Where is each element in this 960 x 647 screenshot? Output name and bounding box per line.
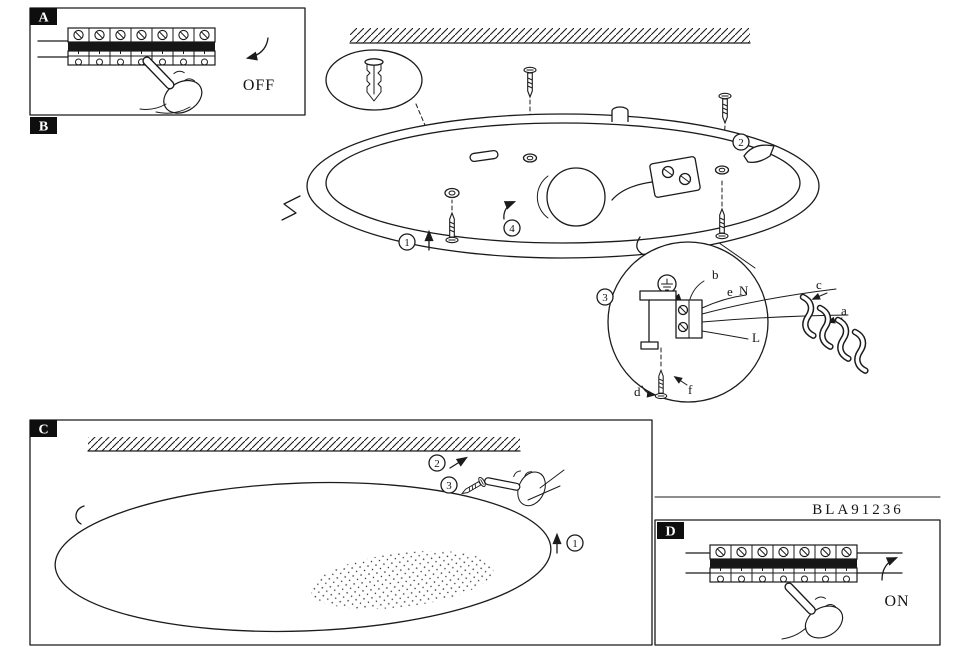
- panel-c: C 2 3 1: [29, 419, 653, 646]
- label-d-arrow: [641, 385, 656, 398]
- wire-b: [689, 280, 705, 300]
- power-off-text: OFF: [243, 77, 275, 94]
- retaining-clip-right: [743, 144, 775, 164]
- panel-c-label: C: [38, 423, 48, 438]
- mounting-screw: [523, 66, 537, 98]
- wire-c: [701, 288, 837, 315]
- label-f-arrow: [673, 376, 688, 386]
- wire-live: [701, 330, 749, 340]
- step-number: 2: [738, 137, 744, 149]
- ceiling-hatch: [87, 437, 521, 452]
- hand-arm-line: [781, 627, 807, 640]
- diffuser-clip-notch: [75, 505, 85, 525]
- wiring-detail: 3 b e N c: [596, 241, 869, 403]
- wire-label-f: f: [688, 382, 693, 397]
- step-number: 2: [434, 458, 440, 470]
- wire-label-live: L: [752, 330, 760, 345]
- screw-hole: [444, 187, 460, 199]
- spring-clip-left: [281, 195, 301, 221]
- switch-off-arrow: [245, 37, 269, 61]
- diffuser-stipple: [310, 550, 494, 610]
- cable-entry-stud: [611, 106, 629, 122]
- terminal-screw-slot: [679, 306, 687, 314]
- terminal-screw-slot: [679, 323, 687, 331]
- wall-plug-detail: [325, 49, 423, 111]
- cable-curve: [611, 181, 653, 201]
- screw-hole: [714, 165, 730, 175]
- screw-hole-center: [718, 167, 726, 173]
- rotate-arrow: [503, 201, 517, 220]
- wall-plug-collar: [364, 58, 384, 66]
- panel-b: B: [30, 28, 869, 403]
- wall-plug-icon: [366, 63, 382, 102]
- mounting-screw: [718, 92, 732, 124]
- panel-d-label-box: [657, 522, 684, 539]
- panel-a: A OFF: [29, 7, 306, 120]
- screw-hole: [522, 153, 538, 163]
- wire-label-b: b: [712, 267, 719, 282]
- mounting-plate: [281, 106, 820, 259]
- hand-arm-line: [539, 469, 565, 489]
- step-number: 3: [602, 292, 608, 304]
- step-number: 1: [404, 237, 410, 249]
- panel-b-label: B: [39, 120, 48, 135]
- step-marker-2: 2: [732, 133, 750, 151]
- step-marker-3: 3: [440, 476, 458, 494]
- terminal-block-on-plate: [611, 156, 701, 201]
- terminal-strip-a: [67, 27, 216, 66]
- power-on-text: ON: [884, 593, 909, 610]
- terminal-screw-slot: [663, 168, 673, 176]
- panel-b-label-box: [30, 117, 57, 134]
- step-marker-2: 2: [428, 454, 446, 472]
- wire-label-c: c: [816, 277, 822, 292]
- terminal-block-detail: [675, 299, 703, 339]
- terminal-screw-slot: [680, 175, 690, 183]
- step-marker-1: 1: [566, 534, 584, 552]
- ceiling-hatch-band: [350, 28, 750, 43]
- plate-outer-rim: [306, 113, 820, 259]
- wire-label-e: e: [727, 284, 733, 299]
- wire-label-neutral: N: [739, 283, 749, 298]
- screw-hole-center: [526, 155, 534, 161]
- switch-on-arrow: [881, 557, 899, 581]
- step-number: 3: [446, 480, 452, 492]
- plate-slot: [469, 149, 499, 163]
- hand-arm-line: [155, 106, 191, 114]
- cable-hole-arc: [536, 175, 549, 219]
- panel-d-label: D: [665, 525, 675, 540]
- ceiling-hatch: [349, 28, 751, 44]
- step-marker-4: 4: [503, 219, 521, 237]
- wire-earth: [701, 294, 747, 309]
- terminal-block-body: [649, 156, 701, 198]
- step-marker-3: 3: [596, 288, 614, 306]
- earth-symbol: [657, 274, 677, 294]
- bracket-bar: [639, 290, 677, 301]
- step-marker-1: 1: [398, 233, 416, 251]
- screw-hole-center: [448, 190, 456, 196]
- ceiling-hatch-band: [88, 437, 520, 451]
- plate-inner-rim: [325, 122, 801, 244]
- wire-label-a: a: [841, 303, 847, 318]
- wire-label-d: d: [634, 384, 641, 399]
- hand-arm-line: [139, 103, 167, 110]
- panel-a-label: A: [38, 11, 49, 26]
- wire-insulation-squiggles: [799, 293, 869, 374]
- panel-a-label-box: [30, 8, 57, 25]
- product-code: BLA91236: [812, 502, 904, 518]
- terminal-strip-d: [709, 544, 858, 583]
- hand-arm-line: [527, 485, 561, 501]
- wire-c-arrow: [811, 292, 828, 300]
- step-number: 4: [509, 223, 515, 235]
- bracket-foot: [640, 341, 659, 350]
- step-number: 1: [572, 538, 578, 550]
- tighten-arrow: [449, 456, 468, 469]
- panel-c-label-box: [30, 420, 57, 437]
- cable-hole: [546, 167, 606, 227]
- glass-diffuser: [54, 481, 552, 633]
- panel-d: BLA91236 D ON: [654, 496, 941, 645]
